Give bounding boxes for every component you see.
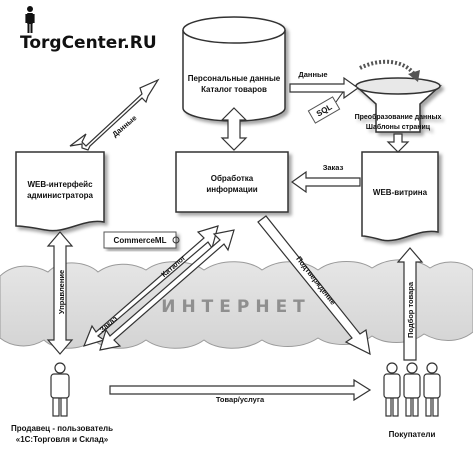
arrow-curve-funnel-head [408, 70, 420, 82]
processing-label-2: информации [206, 185, 257, 194]
svg-text:TorgCenter.RU: TorgCenter.RU [20, 33, 157, 53]
arrow-data-left: Данные [69, 78, 160, 151]
arrow-data-left-label: Данные [110, 113, 138, 139]
storefront-label: WEB-витрина [373, 188, 428, 197]
logo: TorgCenter.RU [20, 6, 157, 53]
database-node: Персональные данные Каталог товаров [182, 16, 286, 122]
arrow-order-right: Заказ [290, 163, 361, 194]
logo-text: TorgCenter [20, 33, 126, 53]
arrow-goods: Товар/услуга [109, 378, 372, 404]
buyer-person-icon [403, 362, 421, 417]
processing-node: Обработка информации [175, 151, 289, 213]
internet-cloud: ИНТЕРНЕТ [0, 259, 473, 349]
admin-label-2: администратора [27, 191, 93, 200]
buyer-person-icon [383, 362, 401, 417]
templates-label-2: Шаблоны страниц [366, 123, 431, 131]
sql-tag: SQL [307, 96, 341, 124]
seller-label-1: Продавец - пользователь [11, 424, 113, 433]
arrow-management: Управление [46, 231, 74, 355]
buyers-group-icon [383, 362, 441, 417]
admin-label-1: WEB-интерфейс [27, 180, 93, 189]
database-label-2: Каталог товаров [201, 85, 267, 94]
storefront-node: WEB-витрина [361, 151, 439, 242]
arrow-catalog-order: Каталог Заказ [82, 225, 235, 351]
arrow-management-label: Управление [57, 270, 66, 314]
arrow-product-selection: Подбор товара [396, 247, 424, 361]
arrow-order-right-label: Заказ [323, 163, 344, 172]
admin-interface-node: WEB-интерфейс администратора [15, 151, 105, 232]
arrow-funnel-storefront [386, 133, 410, 153]
database-label-1: Персональные данные [188, 74, 281, 83]
arrow-product-selection-label: Подбор товара [406, 281, 415, 338]
buyers-label: Покупатели [389, 430, 436, 439]
templates-label-1: Преобразование данных [355, 113, 442, 121]
arrow-curve-funnel [359, 59, 416, 76]
arrow-goods-label: Товар/услуга [216, 395, 265, 404]
templates-node: Преобразование данных Шаблоны страниц [354, 77, 442, 133]
commerceml-tag: CommerceML [103, 231, 180, 249]
logo-person-icon [25, 6, 35, 33]
seller-label-2: «1С:Торговля и Склад» [16, 435, 109, 444]
seller-person-icon [50, 362, 70, 417]
logo-suffix: .RU [123, 33, 156, 53]
arrow-data-right: Данные [289, 70, 360, 100]
internet-label: ИНТЕРНЕТ [161, 297, 311, 317]
arrow-db-processing [220, 107, 248, 151]
buyer-person-icon [423, 362, 441, 417]
arrow-data-right-label: Данные [298, 70, 327, 79]
commerceml-label: CommerceML [114, 236, 167, 245]
processing-label-1: Обработка [211, 174, 254, 183]
